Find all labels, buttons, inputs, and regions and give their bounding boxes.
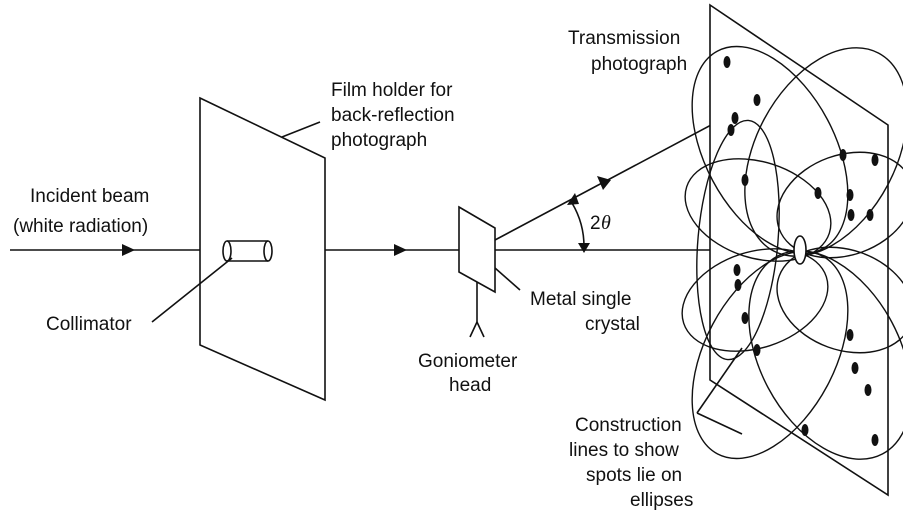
- central-spot: [793, 235, 807, 265]
- collimator-label: Collimator: [46, 314, 132, 335]
- angle-arc: [571, 202, 585, 248]
- angle-label-theta: θ: [601, 212, 611, 234]
- construction-label-2: lines to show: [569, 440, 679, 461]
- transmission-label-1: Transmission: [568, 28, 680, 49]
- goniometer-label-1: Goniometer: [418, 351, 518, 372]
- film-holder-label-2: back-reflection: [331, 105, 455, 126]
- transmission-label-2: photograph: [591, 54, 687, 75]
- construction-label-4: ellipses: [630, 490, 693, 511]
- goniometer-stand: [469, 282, 485, 338]
- incident-beam-arrow: [122, 244, 135, 256]
- angle-arrow-top: [567, 193, 579, 205]
- collimator-leader: [151, 257, 233, 323]
- laue-spots: [723, 56, 879, 446]
- construction-label-3: spots lie on: [586, 465, 682, 486]
- film-holder-leader: [281, 121, 321, 138]
- metal-crystal: [458, 205, 496, 294]
- crystal-label-2: crystal: [585, 314, 640, 335]
- incident-beam-label-2: (white radiation): [13, 216, 148, 237]
- angle-label-number: 2: [590, 213, 601, 234]
- beam-arrow-2: [394, 244, 407, 256]
- construction-label-1: Construction: [575, 415, 682, 436]
- goniometer-label-2: head: [449, 375, 491, 396]
- spot-ellipses: [681, 45, 903, 460]
- diffracted-arrow: [597, 176, 611, 190]
- film-holder-label-3: photograph: [331, 130, 427, 151]
- construction-leader-2: [696, 412, 743, 435]
- collimator-cylinder: [222, 240, 273, 262]
- film-holder-label-1: Film holder for: [331, 80, 453, 101]
- crystal-label-1: Metal single: [530, 289, 631, 310]
- construction-leader-1: [696, 347, 743, 414]
- angle-arrow-bottom: [578, 243, 590, 253]
- incident-beam-label-1: Incident beam: [30, 186, 149, 207]
- crystal-leader: [494, 267, 521, 291]
